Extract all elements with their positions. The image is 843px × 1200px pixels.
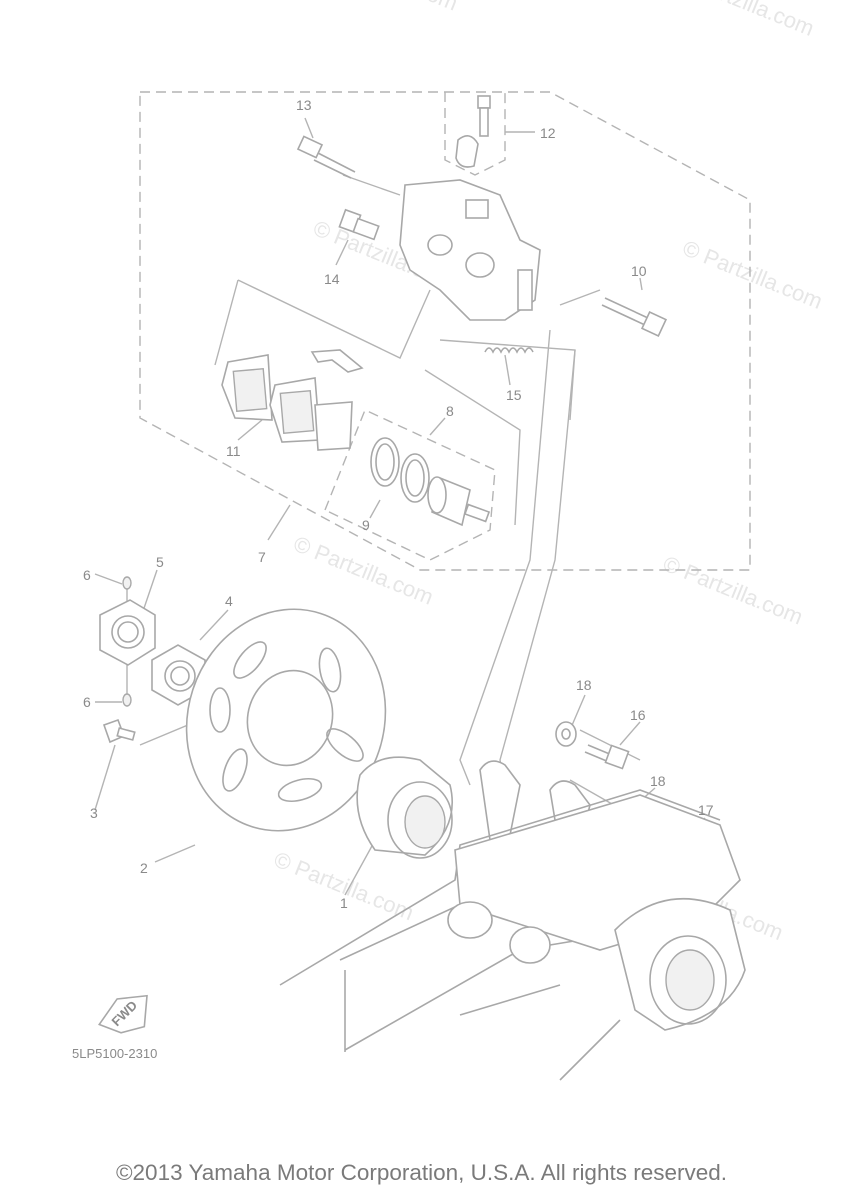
callout-16: 16 xyxy=(630,707,646,723)
piston xyxy=(427,476,491,527)
part-13-bolt xyxy=(296,135,356,179)
callout-15: 15 xyxy=(506,387,522,403)
callout-10: 10 xyxy=(631,263,647,279)
part-5-nut xyxy=(99,599,156,666)
part-11-brake-pads xyxy=(221,354,353,451)
part-1-hub xyxy=(356,756,453,859)
watermark-text: © Partzilla.com xyxy=(271,847,418,926)
callout-11: 11 xyxy=(226,443,241,459)
part-18-washer xyxy=(555,721,577,747)
callout-4: 4 xyxy=(225,593,233,609)
part-12-bleed-screw xyxy=(455,95,491,168)
callout-7: 7 xyxy=(258,549,266,565)
caliper-body xyxy=(399,179,541,321)
callout-5: 5 xyxy=(156,554,164,570)
callout-13: 13 xyxy=(296,97,312,113)
part-10-bolt xyxy=(601,297,668,338)
callout-1: 1 xyxy=(340,895,348,911)
callout-12: 12 xyxy=(540,125,556,141)
part-14-pin xyxy=(338,208,380,241)
callout-6: 6 xyxy=(83,567,91,583)
watermark-text: © Partzilla.com xyxy=(290,531,437,610)
callout-9: 9 xyxy=(362,517,370,533)
swingarm xyxy=(279,789,746,1081)
watermark-text: © Partzilla.com xyxy=(679,235,826,314)
watermark-text: © Partzilla.com xyxy=(671,0,818,41)
callout-numbers: 1 2 3 4 5 6 6 7 8 9 10 11 12 13 14 15 16… xyxy=(83,97,714,911)
callout-2: 2 xyxy=(140,860,148,876)
part-3-bolt xyxy=(102,718,136,744)
part-15-spring xyxy=(484,347,534,354)
fwd-arrow-icon: FWD xyxy=(98,994,148,1034)
callout-17: 17 xyxy=(698,802,714,818)
watermark-text: © Partzilla.com xyxy=(315,0,462,15)
exploded-parts-diagram: © Partzilla.com © Partzilla.com © Partzi… xyxy=(72,0,826,1081)
diagram-code: 5LP5100-2310 xyxy=(72,1046,157,1061)
callout-3: 3 xyxy=(90,805,98,821)
part-16-bolt xyxy=(584,744,630,770)
part-9-seals xyxy=(370,437,430,503)
callout-8: 8 xyxy=(446,403,454,419)
callout-6: 6 xyxy=(83,694,91,710)
part-2-brake-disc xyxy=(185,608,387,832)
pad-clip xyxy=(310,349,364,373)
callout-18: 18 xyxy=(576,677,592,693)
callout-18: 18 xyxy=(650,773,666,789)
part-6-washers xyxy=(122,576,132,707)
copyright-notice: ©2013 Yamaha Motor Corporation, U.S.A. A… xyxy=(115,1160,728,1185)
callout-14: 14 xyxy=(324,271,340,287)
caliper-assembly-outline xyxy=(139,91,751,571)
watermark-text: © Partzilla.com xyxy=(660,551,807,630)
